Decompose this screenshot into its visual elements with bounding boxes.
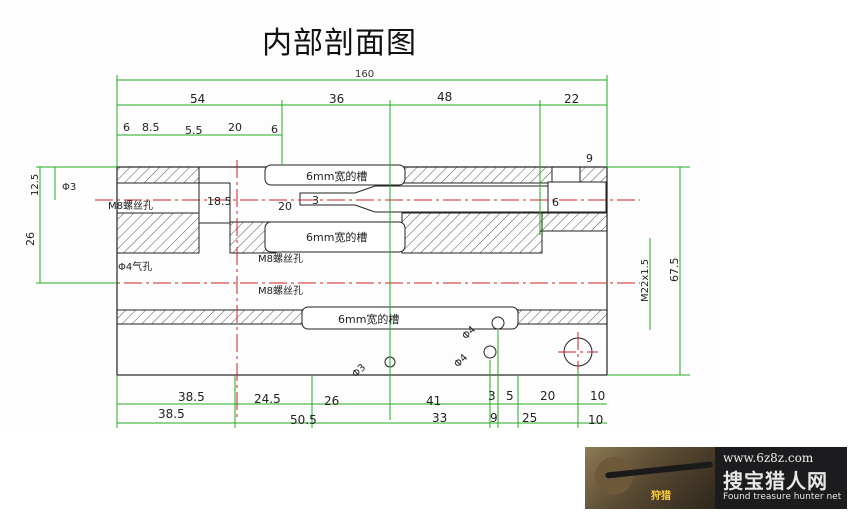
upper-wall-right bbox=[579, 166, 608, 184]
dim-left-big: 26 bbox=[24, 232, 37, 246]
lower-wall-right bbox=[517, 309, 608, 325]
dim-detail-3: 5.5 bbox=[185, 124, 203, 137]
dim-top-4: 22 bbox=[564, 92, 579, 106]
dim-left-small: 12.5 bbox=[30, 174, 41, 196]
dim-bottom1-6: 5 bbox=[506, 389, 514, 403]
watermark-tagline: Found treasure hunter net bbox=[723, 492, 842, 502]
label-left-small: Φ3 bbox=[62, 182, 76, 193]
dim-top-2: 36 bbox=[329, 92, 344, 106]
upper-wall-mid bbox=[401, 166, 553, 184]
dim-bottom2-3: 33 bbox=[432, 411, 447, 425]
dim-right-big: 67.5 bbox=[668, 258, 681, 283]
label-thread-b: M8螺丝孔 bbox=[258, 253, 303, 265]
dim-bottom2-2: 50.5 bbox=[290, 413, 317, 427]
dim-detail-1: 6 bbox=[123, 121, 130, 134]
dim-bore-dia: 20 bbox=[278, 200, 292, 213]
middle-block-left bbox=[116, 212, 200, 254]
watermark-badge: 狩猎 www.6z8z.com 搜宝猎人网 Found treasure hun… bbox=[585, 447, 847, 509]
dim-bottom1-3: 26 bbox=[324, 394, 339, 408]
dim-right-small: M22x1.5 bbox=[640, 259, 651, 302]
hunter-photo: 狩猎 bbox=[585, 447, 715, 509]
dim-bore-small: 3 bbox=[312, 194, 319, 207]
page-title: 内部剖面图 bbox=[262, 26, 417, 61]
watermark-url: www.6z8z.com bbox=[723, 451, 814, 465]
dim-overall: 160 bbox=[355, 69, 374, 80]
label-slot-upper: 6mm宽的槽 bbox=[306, 169, 367, 183]
dim-bottom1-7: 20 bbox=[540, 389, 555, 403]
center-lines bbox=[95, 160, 640, 420]
middle-block-end bbox=[539, 212, 608, 232]
slot-cut-2 bbox=[264, 164, 406, 186]
lower-wall-left bbox=[116, 309, 303, 325]
label-slot-lower: 6mm宽的槽 bbox=[338, 312, 399, 326]
label-slot-middle: 6mm宽的槽 bbox=[306, 230, 367, 244]
dim-bottom2-5: 25 bbox=[522, 411, 537, 425]
dim-detail-5: 6 bbox=[271, 123, 278, 136]
hole-small-1 bbox=[491, 316, 505, 330]
label-thread-c: M8螺丝孔 bbox=[258, 285, 303, 297]
dim-bottom2-1: 38.5 bbox=[158, 407, 185, 421]
dim-bore-right: 6 bbox=[552, 196, 559, 209]
lower-slot bbox=[301, 306, 519, 330]
slot-cut bbox=[198, 182, 231, 224]
dim-bottom1-5: 3 bbox=[488, 389, 496, 403]
watermark-brand: 搜宝猎人网 bbox=[723, 469, 828, 493]
middle-block-right bbox=[401, 212, 543, 254]
slot-cut-3 bbox=[264, 221, 406, 253]
dim-bottom1-1: 38.5 bbox=[178, 390, 205, 404]
dim-bottom2-6: 10 bbox=[588, 413, 603, 427]
upper-wall-left bbox=[116, 166, 200, 184]
bore-end bbox=[547, 181, 607, 213]
dim-bottom1-2: 24.5 bbox=[254, 392, 281, 406]
dim-slot-height: 18.5 bbox=[207, 195, 232, 208]
dim-detail-2: 8.5 bbox=[142, 121, 160, 134]
dim-bottom1-4: 41 bbox=[426, 394, 441, 408]
label-gas-hole: Φ4气孔 bbox=[118, 260, 152, 273]
label-thread-a: M8螺丝孔 bbox=[108, 200, 153, 212]
dim-top-1: 54 bbox=[190, 92, 205, 106]
dim-bottom2-4: 9 bbox=[490, 411, 498, 425]
hole-small-2 bbox=[483, 345, 497, 359]
dim-detail-4: 20 bbox=[228, 121, 242, 134]
dim-bottom1-8: 10 bbox=[590, 389, 605, 403]
dimension-lines bbox=[36, 75, 690, 428]
badge-stamp: 狩猎 bbox=[651, 491, 671, 502]
dim-right-slot: 9 bbox=[586, 152, 593, 165]
dim-top-3: 48 bbox=[437, 90, 452, 104]
